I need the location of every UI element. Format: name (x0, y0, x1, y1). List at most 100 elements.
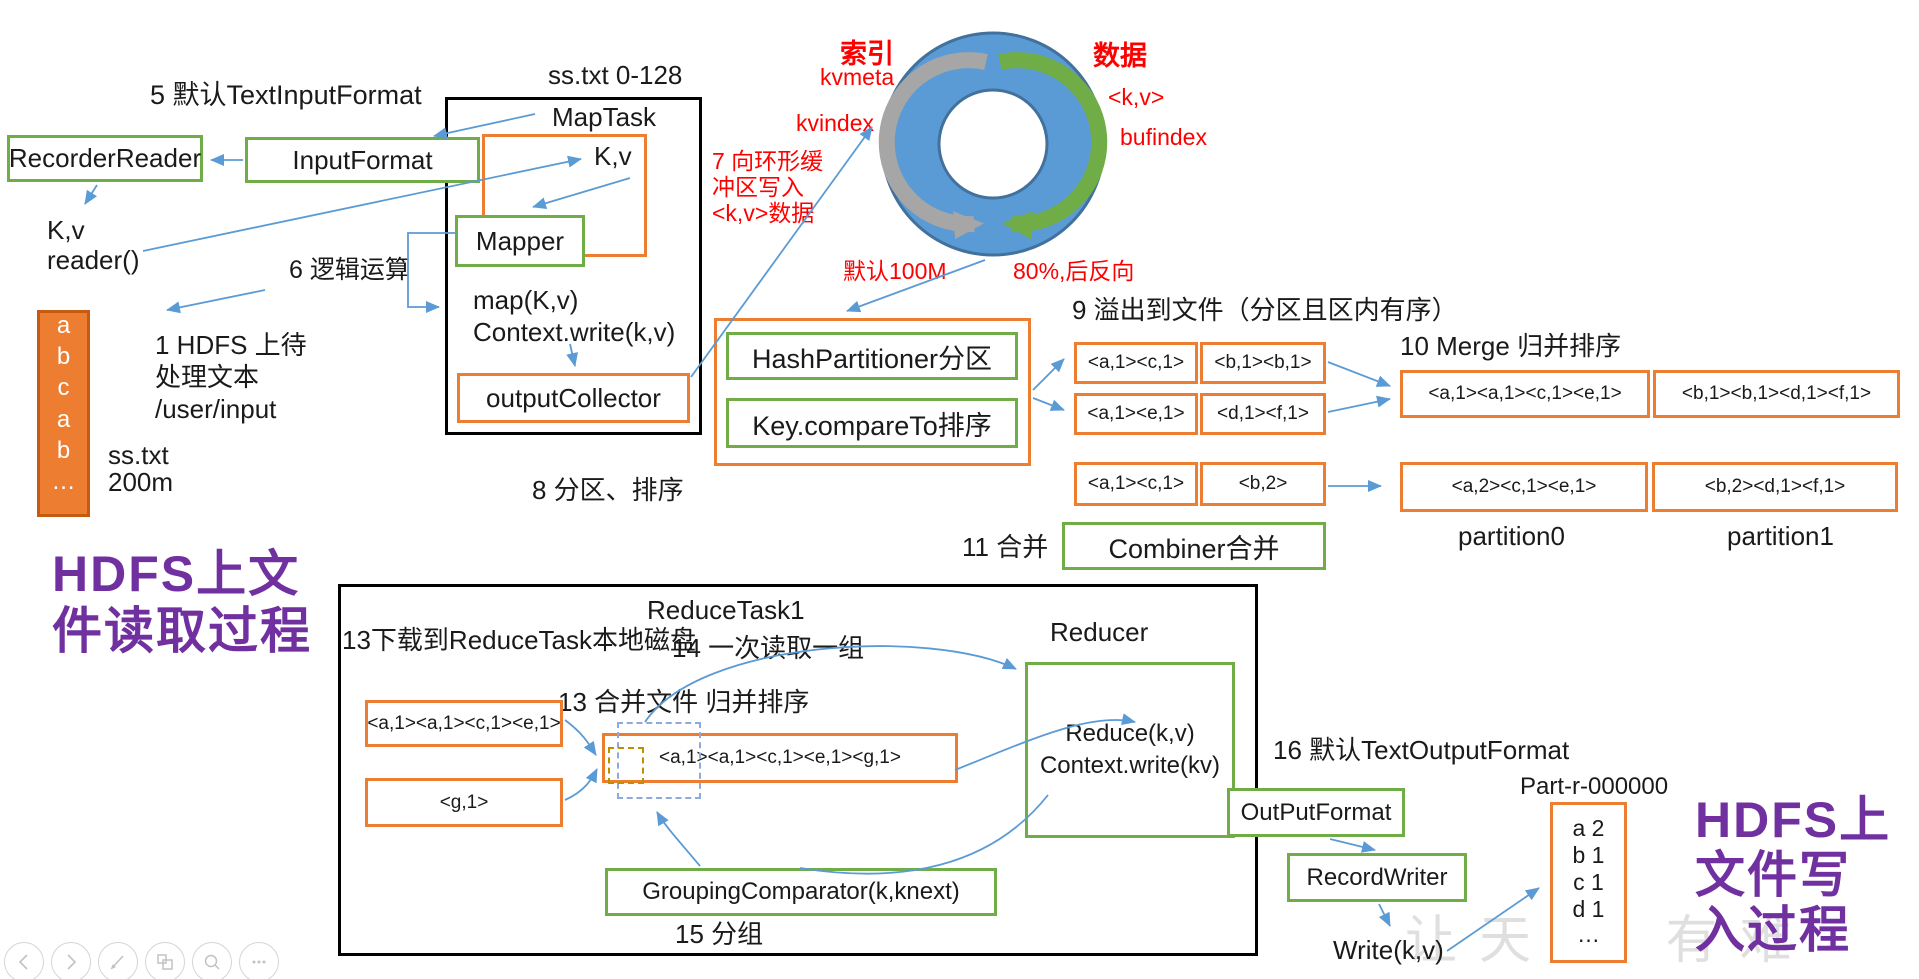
bar-cell: b (56, 343, 71, 370)
group-dashed-rect (617, 722, 701, 799)
write-fn-label: Write(k,v) (1333, 935, 1444, 965)
pen-icon (110, 955, 124, 970)
write-title-line1: HDFS上 (1695, 792, 1892, 848)
prev-icon (18, 954, 28, 970)
kv-left-label: K,v (47, 215, 85, 245)
result-line: … (1577, 921, 1600, 947)
hdfs-note-line3: /user/input (155, 394, 277, 424)
part-file-label: Part-r-000000 (1520, 773, 1669, 800)
label-step14: 14 一次读取一组 (672, 633, 865, 663)
label-step9: 9 溢出到文件（分区且区内有序） (1072, 295, 1458, 325)
zoom-tool-button[interactable] (192, 942, 232, 979)
spill-cell: <b,2> (1200, 462, 1326, 506)
more-options-button[interactable] (239, 942, 279, 979)
bar-cell: a (56, 312, 71, 339)
reducetask-label: ReduceTask1 (647, 595, 805, 625)
prev-slide-button[interactable] (4, 942, 44, 979)
hdfs-note-line2: 处理文本 (155, 362, 260, 392)
ring-index-arrow (878, 52, 988, 240)
file-size-label: 200m (108, 467, 174, 497)
context-write-label: Context.write(k,v) (473, 317, 676, 347)
spill-cell: <a,1><e,1> (1074, 393, 1198, 435)
hdfs-file-bar (37, 310, 90, 517)
label-step10: 10 Merge 归并排序 (1400, 331, 1622, 361)
label-step16: 16 默认TextOutputFormat (1273, 735, 1570, 765)
result-line: d 1 (1572, 896, 1605, 922)
read-title-line2: 件读取过程 (52, 603, 312, 659)
slides-icon (157, 954, 173, 970)
mapper-box: Mapper (455, 215, 585, 267)
reduce-input-box1: <a,1><a,1><c,1><e,1> (365, 700, 563, 747)
ring-bufindex-label: bufindex (1120, 124, 1207, 150)
group-dashed-cell (608, 747, 644, 784)
ring-buffer (878, 31, 1108, 257)
result-file-box (1550, 802, 1627, 963)
reduce-input-box2: <g,1> (365, 778, 563, 827)
reader-fn-label: reader() (47, 245, 140, 275)
spill-cell: <b,1><b,1> (1200, 342, 1326, 384)
input-format-box: InputFormat (245, 137, 480, 183)
reduce-context-write-label: Context.write(kv) (1039, 752, 1221, 779)
spill-cell: <a,1><c,1> (1074, 342, 1198, 384)
label-step7-line1: 7 向环形缓 (712, 148, 824, 174)
label-step6-logic: 6 逻辑运算 (289, 256, 410, 284)
output-collector-box: outputCollector (457, 373, 690, 423)
bar-cell: b (56, 437, 71, 464)
ring-default-size-label: 默认100M (843, 258, 947, 284)
merge-cell: <b,1><b,1><d,1><f,1> (1653, 370, 1900, 418)
combiner-box: Combiner合并 (1062, 522, 1326, 570)
ring-threshold-label: 80%,后反向 (1013, 258, 1135, 284)
result-line: b 1 (1572, 842, 1605, 868)
spill-cell: <a,1><c,1> (1074, 462, 1198, 506)
next-slide-button[interactable] (51, 942, 91, 979)
partition0-label: partition0 (1458, 521, 1565, 551)
maptask-label: MapTask (552, 102, 657, 132)
reducetask-box (338, 584, 1258, 956)
merge-cell: <a,1><a,1><c,1><e,1> (1400, 370, 1650, 418)
record-writer-box: RecordWriter (1287, 853, 1467, 902)
bar-cell: … (51, 468, 76, 495)
slides-panel-button[interactable] (145, 942, 185, 979)
merge-cell: <a,2><c,1><e,1> (1400, 462, 1648, 512)
merge-cell: <b,2><d,1><f,1> (1652, 462, 1898, 512)
more-icon (252, 960, 266, 964)
ring-data-arrow (998, 52, 1108, 240)
label-step5-textinputformat: 5 默认TextInputFormat (150, 80, 422, 110)
map-fn-label: map(K,v) (473, 285, 579, 315)
label-file-split: ss.txt 0-128 (548, 60, 683, 90)
kv-inner-label: K,v (594, 141, 632, 171)
ring-kvmeta-label: kvmeta (820, 64, 895, 90)
hdfs-note-line1: 1 HDFS 上待 (155, 330, 307, 360)
next-icon (67, 954, 77, 970)
ring-kv-label: <k,v> (1108, 84, 1165, 110)
label-step13-merge: 13 合并文件 归并排序 (558, 687, 810, 717)
write-title-line2: 文件写 (1695, 847, 1851, 903)
ring-kvindex-label: kvindex (796, 110, 874, 136)
magnifier-icon (204, 954, 220, 970)
reducer-box (1025, 662, 1235, 838)
pen-tool-button[interactable] (98, 942, 138, 979)
result-line: a 2 (1572, 815, 1605, 841)
result-line: c 1 (1573, 869, 1604, 895)
reduce-fn-label: Reduce(k,v) (1065, 720, 1195, 747)
bar-cell: c (57, 374, 70, 401)
spill-cell: <d,1><f,1> (1200, 393, 1326, 435)
file-name-label: ss.txt (108, 440, 169, 470)
bar-cell: a (56, 406, 71, 433)
recorder-reader-box: RecorderReader (7, 135, 203, 182)
write-title-line3: 入过程 (1695, 902, 1851, 958)
partition1-label: partition1 (1727, 521, 1834, 551)
grouping-comparator-box: GroupingComparator(k,knext) (605, 868, 997, 916)
label-step15: 15 分组 (675, 919, 764, 949)
reducer-label: Reducer (1050, 617, 1149, 647)
label-step11: 11 合并 (962, 532, 1049, 562)
key-compareto-box: Key.compareTo排序 (726, 398, 1018, 448)
ring-data-label: 数据 (1093, 41, 1147, 71)
reduce-merged-box: <a,1><a,1><c,1><e,1><g,1> (602, 733, 958, 783)
read-title-line1: HDFS上文 (52, 546, 301, 602)
label-step8: 8 分区、排序 (532, 475, 684, 505)
hash-partitioner-box: HashPartitioner分区 (726, 332, 1018, 380)
label-step7-line2: 冲区写入 (712, 174, 804, 200)
label-step13-download: 13下载到ReduceTask本地磁盘 (342, 625, 696, 655)
